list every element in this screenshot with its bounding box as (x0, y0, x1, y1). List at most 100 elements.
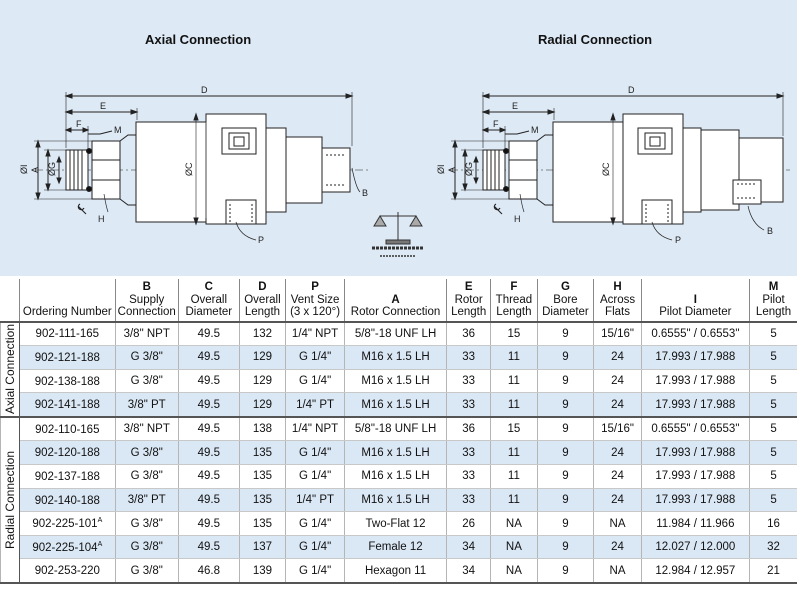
cell-ordering-number: 902-110-165 (18, 416, 116, 442)
cell-vent-size: 1/4" NPT (285, 321, 345, 347)
cell-pilot-length: 5 (749, 416, 797, 442)
cell-overall-diameter: 49.5 (177, 345, 240, 370)
cell-pilot-length: 5 (749, 488, 797, 513)
cell-thread-length: 15 (490, 321, 538, 347)
cell-across-flats: 24 (593, 369, 642, 394)
cell-across-flats: NA (593, 558, 642, 585)
part-number: 902-121-188 (34, 351, 100, 364)
cell-pilot-length: 16 (749, 511, 797, 536)
cell-overall-length: 129 (238, 369, 286, 394)
cell-vent-size: G 1/4" (285, 440, 345, 466)
cell-rotor-length: 33 (446, 440, 491, 466)
cell-bore-diameter: 9 (536, 345, 594, 370)
cell-rotor-length: 33 (446, 369, 491, 394)
group-label: Axial Connection (2, 324, 17, 415)
balance-scale-icon (372, 212, 424, 257)
cell-ordering-number: 902-137-188 (18, 464, 116, 489)
cell-ordering-number: 902-111-165 (18, 321, 116, 347)
cell-overall-length: 135 (238, 464, 286, 489)
cell-rotor-connection: M16 x 1.5 LH (344, 464, 447, 489)
cell-across-flats: 24 (593, 345, 642, 370)
cell-overall-length: 135 (238, 511, 286, 536)
cell-thread-length: NA (490, 558, 538, 585)
cell-overall-length: 135 (238, 440, 286, 466)
technical-drawing-panel: D E F M ØI A ØG ØC H P B (0, 0, 797, 276)
cell-pilot-diameter: 11.984 / 11.966 (640, 511, 750, 536)
radial-dim-e-label: E (512, 101, 518, 111)
cell-vent-size: G 1/4" (285, 511, 345, 536)
cell-supply-connection: G 3/8" (114, 369, 179, 394)
cell-supply-connection: G 3/8" (114, 558, 179, 585)
cell-supply-connection: 3/8" NPT (114, 321, 179, 347)
cell-across-flats: 15/16" (593, 321, 642, 347)
cell-vent-size: G 1/4" (285, 464, 345, 489)
cell-supply-connection: G 3/8" (114, 511, 179, 536)
part-number: 902-253-220 (34, 565, 100, 578)
cell-rotor-length: 33 (446, 488, 491, 513)
cell-pilot-length: 5 (749, 369, 797, 394)
cell-pilot-diameter: 17.993 / 17.988 (640, 488, 750, 513)
part-footnote: A (97, 540, 103, 548)
cell-supply-connection: 3/8" PT (114, 392, 179, 418)
cell-overall-length: 138 (238, 416, 286, 442)
cell-across-flats: 15/16" (593, 416, 642, 442)
group-label: Radial Connection (2, 450, 17, 549)
radial-dim-f-label: F (493, 119, 499, 129)
part-number: 902-225-101 (32, 517, 98, 530)
cell-thread-length: 11 (490, 488, 538, 513)
axial-dim-p-label: P (258, 235, 264, 245)
cell-pilot-diameter: 17.993 / 17.988 (640, 345, 750, 370)
radial-dim-b-label: B (767, 226, 773, 236)
cell-bore-diameter: 9 (536, 321, 594, 347)
cell-pilot-diameter: 17.993 / 17.988 (640, 369, 750, 394)
cell-pilot-diameter: 17.993 / 17.988 (640, 464, 750, 489)
cell-ordering-number: 902-140-188 (18, 488, 116, 513)
cell-vent-size: 1/4" PT (285, 488, 345, 513)
part-number: 902-141-188 (34, 398, 100, 411)
axial-dim-i-label: ØI (19, 164, 29, 174)
axial-dim-g-label: ØG (47, 162, 57, 176)
cell-supply-connection: 3/8" PT (114, 488, 179, 513)
group-label-cell: Axial Connection (0, 321, 20, 418)
cell-bore-diameter: 9 (536, 369, 594, 394)
cell-vent-size: G 1/4" (285, 369, 345, 394)
cell-pilot-length: 5 (749, 464, 797, 489)
radial-dim-c-label: ØC (601, 162, 611, 176)
cell-across-flats: 24 (593, 464, 642, 489)
cell-pilot-length: 21 (749, 558, 797, 585)
cell-rotor-connection: M16 x 1.5 LH (344, 345, 447, 370)
cell-thread-length: 11 (490, 369, 538, 394)
header-group-spacer (0, 279, 20, 323)
cell-rotor-connection: 5/8"-18 UNF LH (344, 416, 447, 442)
cell-overall-length: 132 (238, 321, 286, 347)
axial-connection-title: Axial Connection (145, 32, 252, 47)
cell-ordering-number: 902-225-104A (18, 535, 116, 560)
cell-overall-diameter: 49.5 (177, 535, 240, 560)
cell-overall-length: 129 (238, 392, 286, 418)
cell-bore-diameter: 9 (536, 416, 594, 442)
cell-overall-diameter: 49.5 (177, 488, 240, 513)
cell-ordering-number: 902-253-220 (18, 558, 116, 585)
cell-ordering-number: 902-225-101A (18, 511, 116, 536)
axial-dim-e-label: E (100, 101, 106, 111)
cell-rotor-connection: Female 12 (344, 535, 447, 560)
cell-pilot-length: 5 (749, 321, 797, 347)
cell-bore-diameter: 9 (536, 535, 594, 560)
radial-connection-title: Radial Connection (538, 32, 653, 47)
cell-rotor-connection: M16 x 1.5 LH (344, 440, 447, 466)
cell-pilot-diameter: 12.984 / 12.957 (640, 558, 750, 585)
radial-dim-i-label: ØI (436, 164, 446, 174)
cell-rotor-connection: Two-Flat 12 (344, 511, 447, 536)
